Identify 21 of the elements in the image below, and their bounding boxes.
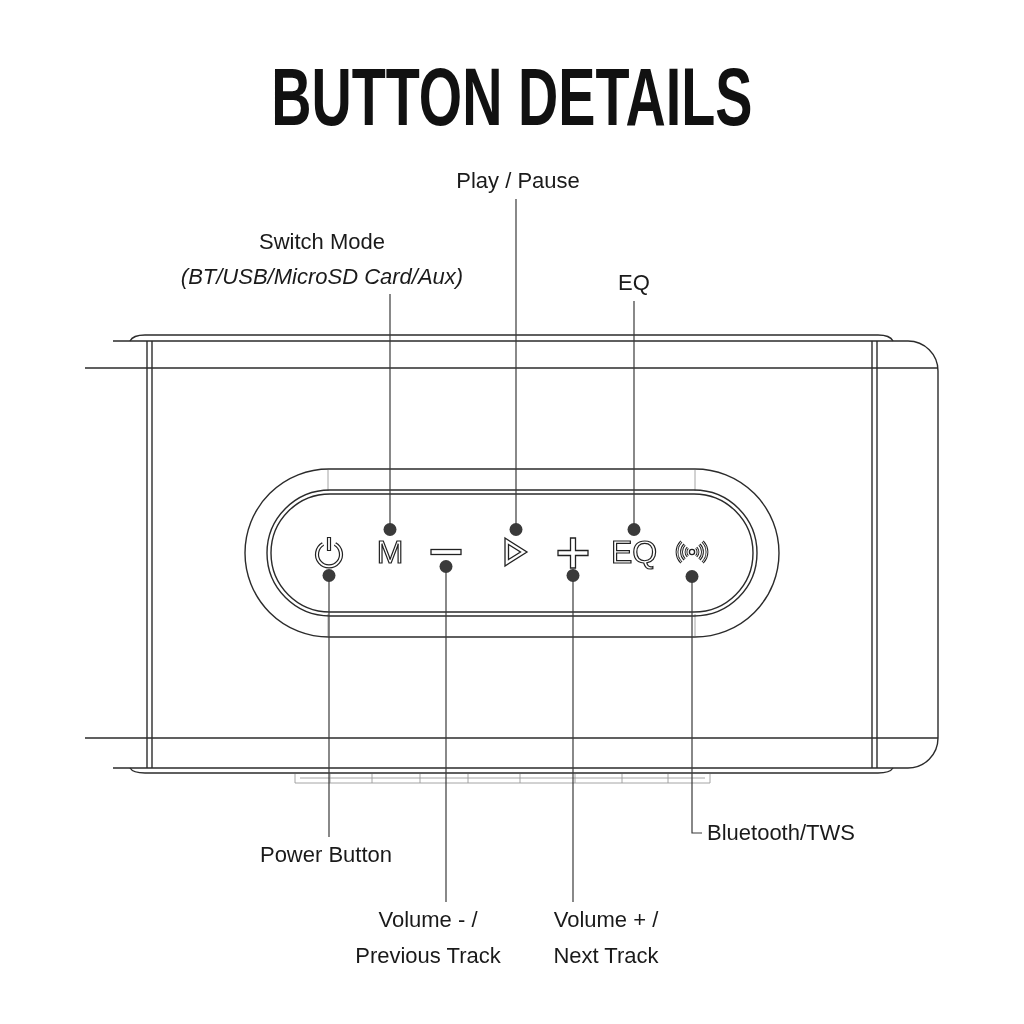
title: BUTTON DETAILS (271, 56, 753, 138)
eq-symbol: EQ (610, 536, 658, 568)
mode-symbol: M (376, 536, 404, 568)
play-icon (503, 536, 529, 568)
callout-label: Bluetooth/TWS (707, 815, 855, 851)
callout-note: (BT/USB/MicroSD Card/Aux) (180, 263, 464, 291)
callout-label: Volume + / Next Track (548, 902, 664, 974)
power-icon (312, 535, 346, 569)
leader-line (322, 569, 336, 838)
leader-line (439, 560, 453, 903)
callout-label: Power Button (259, 837, 393, 873)
leader-line (566, 569, 580, 903)
leader-line (627, 300, 641, 536)
leader-line (685, 570, 703, 834)
leader-line (383, 293, 397, 536)
plus-icon (557, 537, 589, 569)
leader-line (509, 198, 523, 536)
callout-label: EQ (618, 265, 650, 301)
callout-label: Play / Pause (456, 163, 580, 199)
callout-label: Switch Mode (259, 228, 385, 256)
callout-label: Volume - / Previous Track (352, 902, 504, 974)
